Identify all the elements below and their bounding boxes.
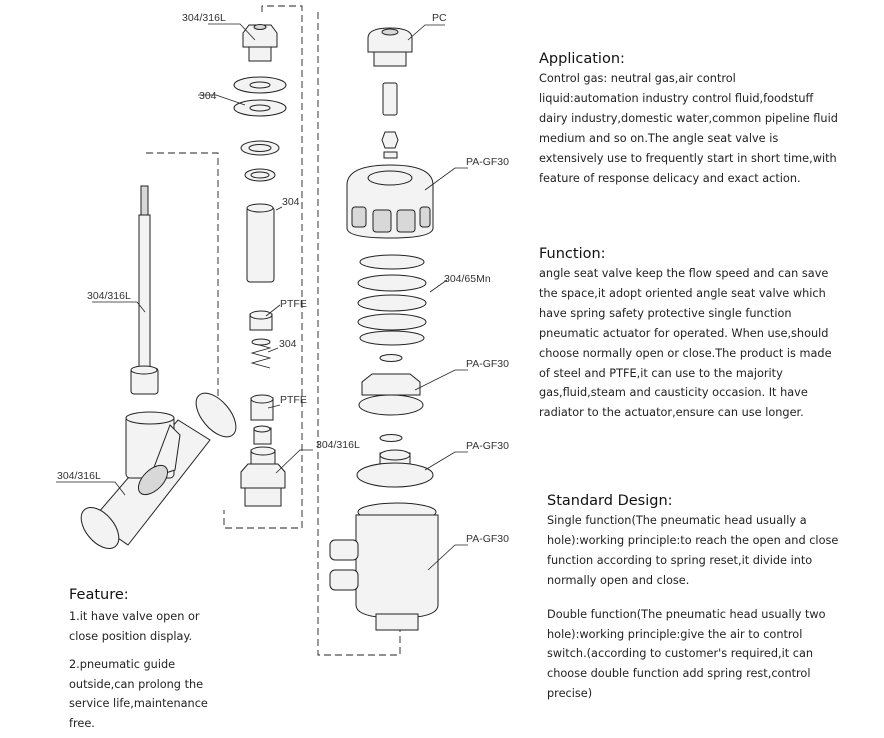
label-seal-lower: PTFE bbox=[280, 394, 307, 406]
label-washers: 304 bbox=[199, 90, 217, 102]
label-gland-nut: 304/316L bbox=[316, 439, 360, 451]
label-cylinder: PA-GF30 bbox=[466, 533, 509, 545]
standard-design-title: Standard Design: bbox=[547, 493, 673, 509]
leader-lines bbox=[56, 23, 468, 571]
top-plug-part bbox=[242, 24, 278, 62]
feature-section: Feature: 1.it have valve open or close p… bbox=[69, 585, 229, 733]
assembly-dashed-line-center bbox=[223, 5, 303, 529]
application-section: Application: Control gas: neutral gas,ai… bbox=[539, 49, 839, 188]
assembly-dashed-line-left bbox=[146, 152, 219, 420]
main-spring-part bbox=[357, 254, 427, 346]
label-piston: PA-GF30 bbox=[466, 358, 509, 370]
single-function-text: Single function(The pneumatic head usual… bbox=[547, 514, 839, 587]
feature-item-1: 1.it have valve open or close position d… bbox=[69, 610, 200, 643]
assembly-dashed-line-right bbox=[317, 12, 401, 656]
label-bushing: 304 bbox=[282, 196, 300, 208]
label-actuator-cap: PA-GF30 bbox=[466, 156, 509, 168]
gland-nut-part bbox=[240, 446, 286, 507]
function-title: Function: bbox=[539, 246, 606, 262]
small-spring-part bbox=[250, 338, 272, 369]
double-function-text: Double function(The pneumatic head usual… bbox=[547, 607, 826, 701]
label-stem: 304/316L bbox=[87, 290, 131, 302]
indicator-cap-part bbox=[367, 27, 413, 67]
feature-item-2: 2.pneumatic guide outside,can prolong th… bbox=[69, 658, 208, 730]
label-seal-disc: PA-GF30 bbox=[466, 440, 509, 452]
bushing-part bbox=[246, 203, 275, 283]
standard-design-section: Standard Design: Single function(The pne… bbox=[547, 491, 842, 704]
piston-part bbox=[358, 354, 424, 442]
seal-upper-part bbox=[249, 310, 273, 331]
stem-part bbox=[130, 185, 159, 395]
label-seal-upper: PTFE bbox=[280, 298, 307, 310]
function-text: angle seat valve keep the flow speed and… bbox=[539, 267, 832, 420]
cylinder-part bbox=[329, 502, 439, 631]
label-indicator-cap: PC bbox=[432, 12, 447, 24]
label-body: 304/316L bbox=[57, 470, 101, 482]
actuator-cap-part bbox=[346, 164, 434, 239]
seal-lower-part bbox=[250, 394, 274, 445]
application-text: Control gas: neutral gas,air control liq… bbox=[539, 72, 838, 185]
label-top-plug: 304/316L bbox=[182, 12, 226, 24]
indicator-stem-part bbox=[381, 82, 399, 159]
washers-part bbox=[233, 76, 287, 182]
label-main-spring: 304/65Mn bbox=[444, 273, 491, 285]
label-small-spring: 304 bbox=[279, 338, 297, 350]
valve-body-part bbox=[80, 392, 237, 549]
function-section: Function: angle seat valve keep the flow… bbox=[539, 244, 839, 423]
feature-title: Feature: bbox=[69, 587, 129, 603]
seal-disc-part bbox=[356, 449, 434, 488]
application-title: Application: bbox=[539, 51, 625, 67]
